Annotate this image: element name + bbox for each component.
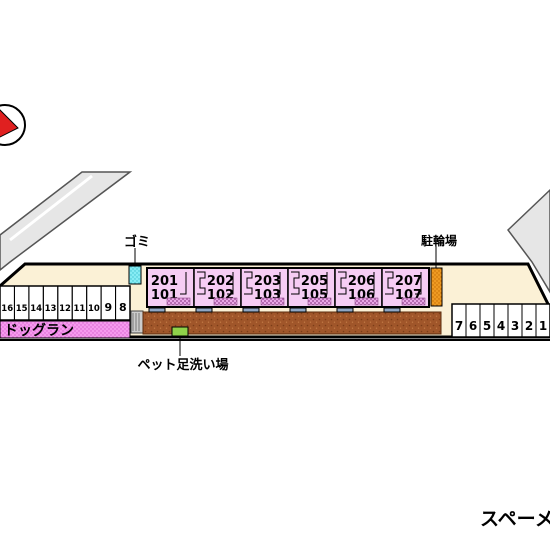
partition-line xyxy=(180,272,187,295)
entry-step xyxy=(195,307,213,313)
stair-outline xyxy=(385,271,394,295)
partition-line xyxy=(227,272,234,295)
stair-outline xyxy=(291,271,300,295)
balcony-fence xyxy=(401,297,426,306)
parking-slot-number: 12 xyxy=(59,304,71,314)
unit-upper-number: 203 xyxy=(254,274,281,289)
partition-line xyxy=(274,272,281,295)
pet-foot-wash-label: ペット足洗い場 xyxy=(137,357,228,373)
building-outline xyxy=(146,267,430,308)
north-arrow-icon xyxy=(0,104,26,146)
stair-outline xyxy=(338,271,347,295)
balcony-fence xyxy=(166,297,191,306)
parking-slot-number: 9 xyxy=(105,301,113,314)
balcony-fence xyxy=(307,297,332,306)
stair-outline xyxy=(197,271,206,295)
unit-upper-number: 207 xyxy=(395,274,422,289)
unit-upper-number: 201 xyxy=(151,274,178,289)
parking-slot-number: 3 xyxy=(511,319,519,333)
parking-slot-number: 5 xyxy=(483,319,491,333)
stair-outline xyxy=(244,271,253,295)
balcony-fence xyxy=(260,297,285,306)
parking-slot-number: 14 xyxy=(30,304,42,314)
corner-text: スペーメ xyxy=(480,508,550,530)
parking-slot-number: 6 xyxy=(469,319,477,333)
bicycle-parking-label: 駐輪場 xyxy=(421,233,457,248)
partition-line xyxy=(321,272,328,295)
partition-line xyxy=(368,272,375,295)
road-right xyxy=(507,188,550,294)
balcony-fence xyxy=(354,297,379,306)
parking-slot-number: 1 xyxy=(539,319,547,333)
parking-slot-number: 16 xyxy=(1,304,13,314)
entry-step xyxy=(242,307,260,313)
entry-step xyxy=(336,307,354,313)
entry-step xyxy=(148,307,166,313)
garbage-label: ゴミ xyxy=(124,234,150,250)
parking-slot-number: 7 xyxy=(455,319,463,333)
balcony-fence xyxy=(213,297,238,306)
dog-run-label: ドッグラン xyxy=(4,322,74,339)
parking-slot-1 xyxy=(535,303,550,338)
unit-upper-number: 202 xyxy=(207,274,234,289)
parking-slot-number: 13 xyxy=(45,304,57,314)
unit-upper-number: 205 xyxy=(301,274,328,289)
entry-step xyxy=(289,307,307,313)
bicycle-parking-area xyxy=(430,267,443,307)
parking-slot-number: 15 xyxy=(16,304,28,314)
parking-slot-number: 10 xyxy=(88,304,100,314)
garbage-area xyxy=(128,265,142,285)
pet-foot-wash-area xyxy=(171,326,189,337)
parking-slot-number: 4 xyxy=(497,319,505,333)
parking-slot-number: 8 xyxy=(119,301,127,314)
parking-slot-8 xyxy=(115,285,131,321)
parking-slot-number: 11 xyxy=(74,304,86,314)
road-left xyxy=(0,171,133,271)
dog-run-area xyxy=(0,320,131,339)
unit-upper-number: 206 xyxy=(348,274,375,289)
entry-step xyxy=(383,307,401,313)
partition-line xyxy=(415,272,422,295)
parking-slot-number: 2 xyxy=(525,319,533,333)
